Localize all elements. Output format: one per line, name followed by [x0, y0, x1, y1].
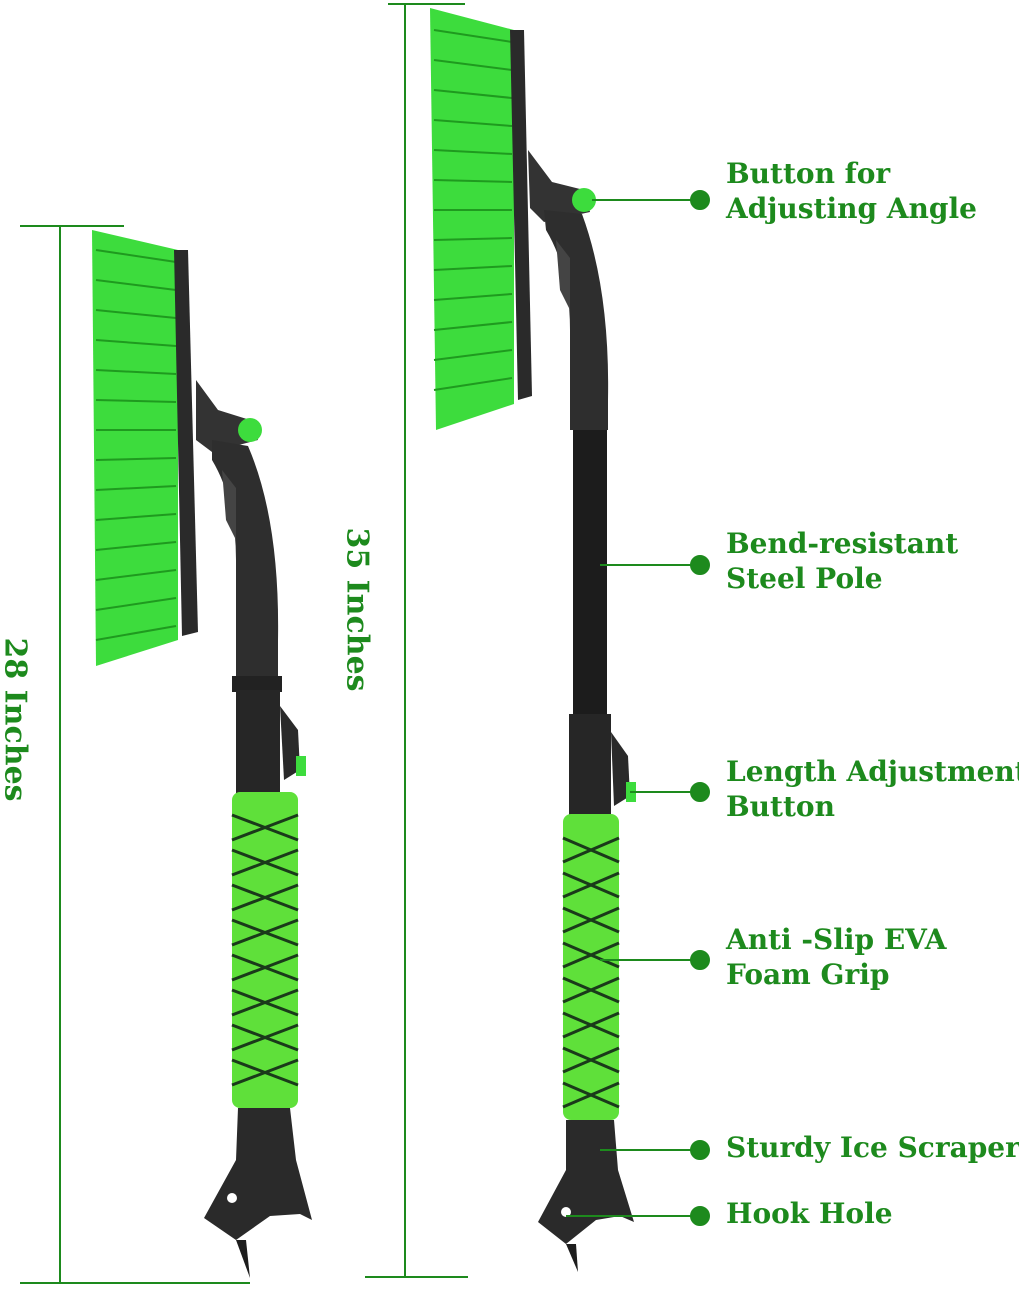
callout-leaders [566, 190, 710, 1226]
callout-foam-grip: Anti -Slip EVA Foam Grip [726, 922, 946, 992]
callout-line: Steel Pole [726, 562, 883, 595]
callout-line: Bend-resistant [726, 527, 959, 560]
callout-line: Sturdy Ice Scraper [726, 1131, 1019, 1164]
callout-hook-hole: Hook Hole [726, 1196, 893, 1231]
long-angle-button [572, 188, 596, 212]
callout-line: Anti -Slip EVA [726, 923, 947, 956]
callout-line: Button [726, 790, 835, 823]
callout-line: Hook Hole [726, 1197, 893, 1230]
callout-line: Length Adjustment [726, 755, 1019, 788]
short-snow-brush [92, 230, 312, 1278]
long-snow-brush [430, 8, 636, 1272]
long-length-label: 35 Inches [339, 527, 375, 692]
callout-line: Foam Grip [726, 958, 890, 991]
callout-line: Adjusting Angle [726, 192, 977, 225]
short-angle-button [238, 418, 262, 442]
callout-line: Button for [726, 157, 891, 190]
callout-length-button: Length Adjustment Button [726, 754, 1019, 824]
dimension-lines [20, 3, 468, 1284]
callout-steel-pole: Bend-resistant Steel Pole [726, 526, 958, 596]
callout-angle-button: Button for Adjusting Angle [726, 156, 977, 226]
callout-ice-scraper: Sturdy Ice Scraper [726, 1130, 1019, 1165]
short-length-label: 28 Inches [0, 637, 33, 802]
